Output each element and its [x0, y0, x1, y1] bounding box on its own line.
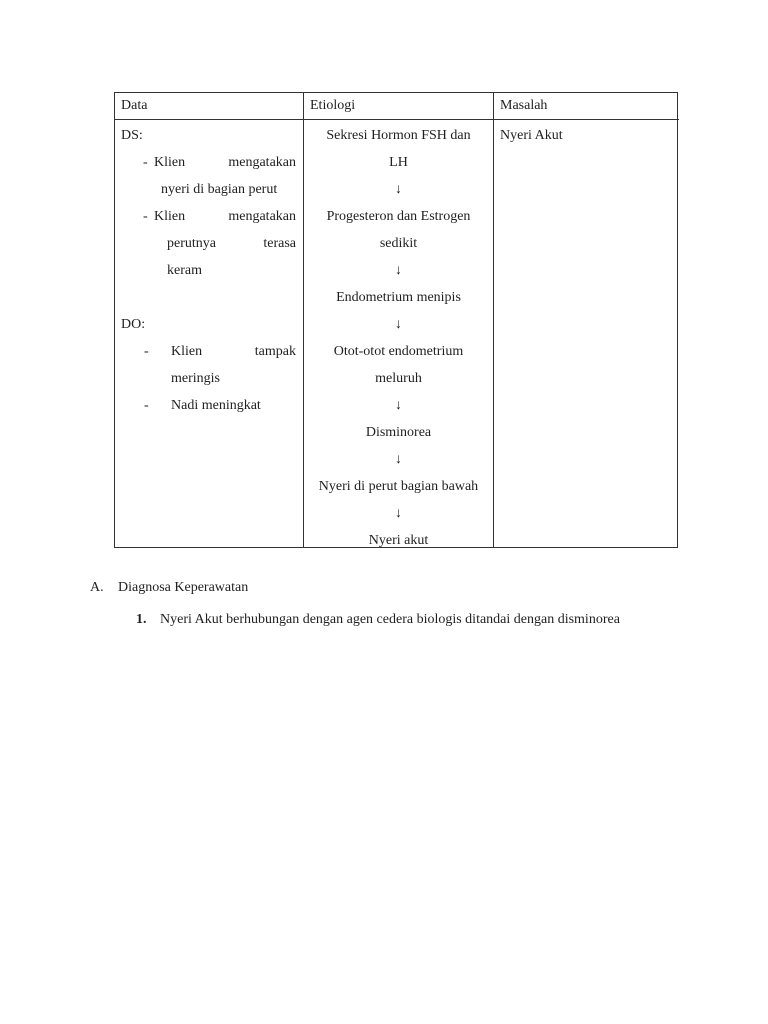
do-item-2-line-1: - Nadi meningkat: [115, 392, 303, 419]
column-header-etiologi-label: Etiologi: [310, 98, 356, 113]
flow-step-6: Nyeri di perut bagian bawah: [318, 479, 479, 494]
flow-step-1-line-1: Sekresi Hormon FSH dan: [326, 128, 471, 143]
do-item-2-text: Nadi meningkat: [171, 398, 261, 413]
ds-item-2-line-3: keram: [167, 263, 202, 278]
flow-step-3: Endometrium menipis: [336, 290, 461, 305]
blank-line: [115, 284, 303, 311]
flow-step-2-line-2: sedikit: [379, 236, 418, 251]
etiologi-cell: Sekresi Hormon FSH dan LH ↓ Progesteron …: [303, 120, 493, 547]
do-item-1-line-2: meringis: [171, 371, 220, 386]
down-arrow-icon: ↓: [395, 398, 402, 413]
bullet-dash: -: [144, 344, 149, 359]
diagnosis-item-number: 1.: [136, 612, 147, 627]
down-arrow-icon: ↓: [395, 506, 402, 521]
flow-step-5: Disminorea: [365, 425, 432, 440]
diagnosis-item: 1. Nyeri Akut berhubungan dengan agen ce…: [136, 610, 620, 630]
down-arrow-icon: ↓: [395, 263, 402, 278]
down-arrow-icon: ↓: [395, 452, 402, 467]
ds-item-1-word-1: Klien: [154, 155, 186, 170]
bullet-dash: -: [143, 155, 148, 170]
do-item-1-word-2: tampak: [254, 344, 296, 359]
ds-item-2-line-2: perutnya terasa: [115, 230, 303, 257]
diagnosis-table: Data Etiologi Masalah DS: - Klien mengat…: [114, 92, 679, 548]
ds-item-1-word-2: mengatakan: [228, 155, 296, 170]
column-header-masalah: Masalah: [493, 93, 679, 120]
column-header-data-label: Data: [121, 98, 148, 113]
section-title: Diagnosa Keperawatan: [118, 580, 249, 595]
flow-step-4-line-2: meluruh: [375, 371, 422, 386]
column-header-masalah-label: Masalah: [500, 98, 548, 113]
flow-step-2-line-1: Progesteron dan Estrogen: [326, 209, 471, 224]
section-heading: A. Diagnosa Keperawatan: [90, 578, 248, 598]
flow-step-4-line-1: Otot-otot endometrium: [333, 344, 464, 359]
ds-item-2-cont-word-1: perutnya: [167, 236, 216, 251]
bullet-dash: -: [143, 209, 148, 224]
flow-step-7: Nyeri akut: [368, 533, 429, 547]
bullet-dash: -: [144, 398, 149, 413]
section-letter: A.: [90, 580, 104, 595]
down-arrow-icon: ↓: [395, 317, 402, 332]
ds-item-1-line-2: nyeri di bagian perut: [161, 182, 278, 197]
ds-item-2-line-1: - Klien mengatakan: [115, 203, 303, 230]
column-header-data: Data: [115, 93, 303, 120]
down-arrow-icon: ↓: [395, 182, 402, 197]
do-item-1-line-1: - Klien tampak: [115, 338, 303, 365]
do-label: DO:: [121, 317, 146, 332]
ds-item-2-word-2: mengatakan: [228, 209, 296, 224]
diagnosis-item-text: Nyeri Akut berhubungan dengan agen ceder…: [160, 612, 620, 627]
data-cell: DS: - Klien mengatakan nyeri di bagian p…: [115, 120, 303, 547]
masalah-value: Nyeri Akut: [500, 128, 563, 143]
ds-label: DS:: [121, 128, 143, 143]
masalah-cell: Nyeri Akut: [493, 120, 679, 547]
ds-item-2-word-1: Klien: [154, 209, 186, 224]
ds-item-1-line-1: - Klien mengatakan: [115, 149, 303, 176]
do-item-1-word-1: Klien: [171, 344, 203, 359]
ds-item-2-cont-word-2: terasa: [263, 236, 296, 251]
column-header-etiologi: Etiologi: [303, 93, 493, 120]
flow-step-1-line-2: LH: [389, 155, 408, 170]
